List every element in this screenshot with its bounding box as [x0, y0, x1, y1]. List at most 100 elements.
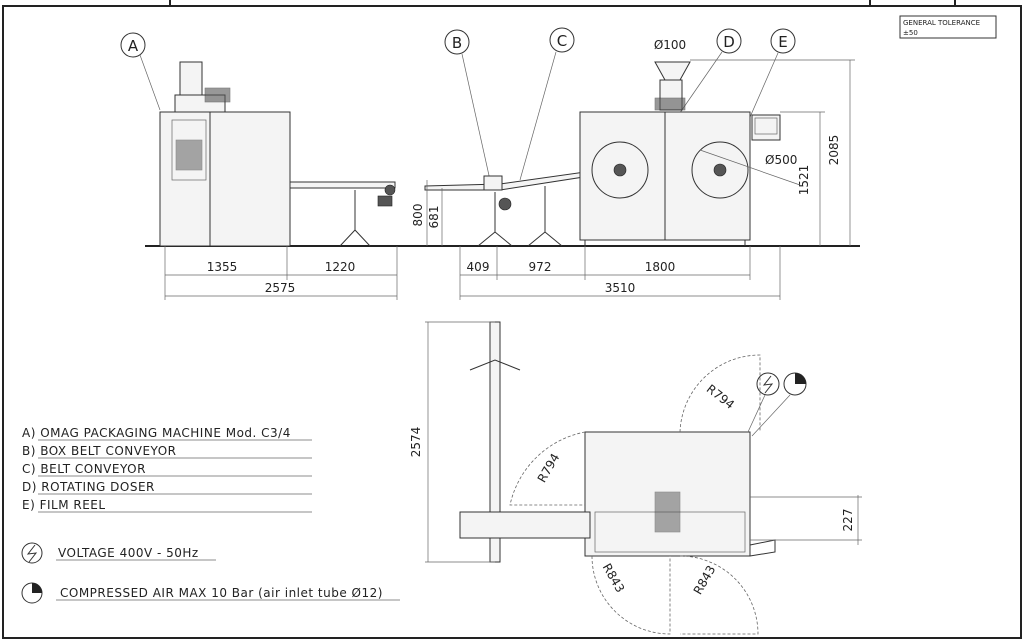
drawing-line: [679, 354, 761, 433]
drawing-line: [584, 240, 746, 246]
drawing-line: [339, 190, 371, 247]
drawing-label: C) BELT CONVEYOR: [22, 462, 146, 476]
compressed-air-spec: COMPRESSED AIR MAX 10 Bar (air inlet tub…: [60, 586, 383, 600]
drawing-line: [749, 539, 776, 557]
drawing-line: [654, 491, 681, 533]
drawing-line: [26, 544, 38, 563]
drawing-label: R843: [691, 563, 719, 597]
drawing-label: 681: [427, 206, 441, 229]
balloon-a: A: [120, 32, 161, 111]
drawing-label: 409: [467, 260, 490, 274]
drawing-label: GENERAL TOLERANCE: [903, 19, 980, 27]
legend: A) OMAG PACKAGING MACHINE Mod. C3/4 B) B…: [21, 426, 400, 604]
drawing-line: [209, 111, 291, 247]
drawing-label: R843: [600, 561, 628, 595]
drawing-line: [498, 197, 512, 211]
plan-voltage-icon: [756, 372, 780, 396]
drawing-line: [289, 181, 396, 189]
drawing-line: [175, 139, 203, 171]
drawing-line: [204, 87, 231, 103]
drawing-line: [713, 163, 727, 177]
drawing-label: R794: [704, 382, 737, 412]
hopper-diameter: Ø100: [654, 38, 686, 52]
drawing-line: [2, 5, 1022, 639]
voltage-spec: VOLTAGE 400V - 50Hz: [58, 546, 199, 560]
drawing-label: E: [778, 33, 787, 51]
drawing-line: [795, 373, 806, 384]
drawing-line: [751, 114, 781, 141]
drawing-label: B: [452, 34, 462, 52]
drawing-label: 2574: [409, 427, 423, 458]
drawing-label: B) BOX BELT CONVEYOR: [22, 444, 177, 458]
balloon-b: B: [444, 29, 491, 181]
drawing-line: [384, 184, 396, 196]
drawing-line: [762, 375, 774, 394]
plan-air-icon: [783, 372, 807, 396]
drawing-label: 1800: [645, 260, 676, 274]
balloon-c: C: [519, 27, 575, 181]
drawing-line: [747, 394, 766, 433]
drawing-label: R794: [535, 451, 563, 485]
reel-diameter: Ø500: [699, 149, 801, 186]
machine-a-side-view: [159, 61, 396, 247]
drawing-line: [770, 28, 796, 54]
drawing-label: 972: [529, 260, 552, 274]
legend-item-a: A) OMAG PACKAGING MACHINE Mod. C3/4: [22, 426, 312, 441]
drawing-line: [21, 542, 43, 564]
drawing-label: 1355: [207, 260, 238, 274]
legend-item-d: D) ROTATING DOSER: [22, 480, 312, 495]
horizontal-dimensions: 1355 1220 409 972 1800 2575 3510: [164, 246, 781, 300]
legend-item-e: E) FILM REEL: [22, 498, 312, 513]
drawing-label: D: [723, 33, 735, 51]
machine-side-view-with-reels: [579, 61, 781, 246]
dimension-2085: 2085: [690, 59, 855, 246]
quarter-pie-circle-icon: [21, 582, 43, 604]
drawing-line: [654, 61, 691, 81]
drawing-label: A) OMAG PACKAGING MACHINE Mod. C3/4: [22, 426, 291, 440]
drawing-line: [756, 372, 780, 396]
legend-item-c: C) BELT CONVEYOR: [22, 462, 312, 477]
drawing-line: [699, 149, 801, 186]
drawing-label: 1220: [325, 260, 356, 274]
drawing-line: [459, 511, 591, 539]
drawing-line: [519, 51, 557, 181]
drawing-line: [477, 192, 513, 247]
drawing-line: [159, 111, 211, 247]
drawing-label: 800: [411, 204, 425, 227]
conveyors-side-view: [424, 171, 592, 247]
drawing-label: E) FILM REEL: [22, 498, 106, 512]
drawing-label: D) ROTATING DOSER: [22, 480, 155, 494]
drawing-line: [424, 171, 592, 191]
drawing-line: [591, 141, 649, 199]
drawing-label: C: [557, 32, 567, 50]
drawing-line: [754, 117, 778, 135]
drawing-label: 2575: [265, 281, 296, 295]
drawing-line: [469, 359, 521, 371]
dimension-800: 800: [411, 180, 428, 246]
general-tolerance-box: GENERAL TOLERANCE ±50: [899, 15, 997, 39]
legend-item-b: B) BOX BELT CONVEYOR: [22, 444, 312, 459]
drawing-line: [691, 141, 749, 199]
drawing-line: [549, 27, 575, 53]
drawing-label: 1521: [797, 165, 811, 196]
drawing-line: [32, 583, 42, 593]
drawing-line: [444, 29, 470, 55]
drawing-line: [654, 97, 686, 111]
drawing-line: [591, 555, 671, 635]
drawing-line: [179, 61, 203, 96]
drawing-line: [527, 186, 563, 247]
drawing-line: [679, 555, 759, 635]
drawing-line: [613, 163, 627, 177]
drawing-label: 2085: [827, 135, 841, 166]
drawing-line: [120, 32, 146, 58]
drawing-label: ±50: [903, 29, 918, 37]
drawing-line: [899, 15, 997, 39]
drawing-label: 227: [841, 509, 855, 532]
drawing-line: [461, 53, 491, 181]
plan-view: 2574 R794 R794 R843 R843 227: [409, 321, 862, 635]
drawing-line: [716, 28, 742, 54]
drawing-line: [483, 175, 503, 191]
drawing-label: Ø500: [765, 153, 797, 167]
